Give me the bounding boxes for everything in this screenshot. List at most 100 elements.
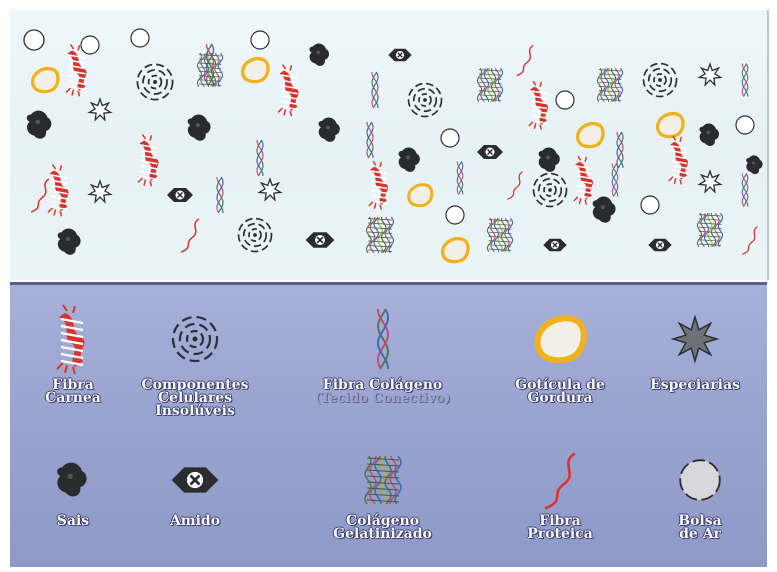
legend-label-proteica: Fibra Proteica bbox=[505, 515, 615, 541]
air-pocket-icon bbox=[441, 129, 459, 147]
legend-sublabel-colageno: (Tecido Conectivo) bbox=[295, 392, 470, 405]
salt-icon bbox=[539, 147, 560, 171]
legend-label-componentes: Componentes Celulares Insolúveis bbox=[120, 379, 270, 418]
salt-icon bbox=[57, 463, 86, 497]
fat-droplet-icon bbox=[409, 185, 432, 206]
meat-fiber-icon bbox=[369, 161, 388, 209]
meat-fiber-icon bbox=[138, 135, 159, 187]
protein-fiber-icon bbox=[182, 219, 199, 251]
legend-item-sais: Sais bbox=[28, 445, 118, 528]
collagen-fiber-icon bbox=[612, 164, 618, 197]
protein-fiber-icon bbox=[546, 454, 574, 508]
starch-icon bbox=[477, 145, 503, 159]
spice-icon bbox=[699, 171, 720, 192]
collagen-fiber-icon bbox=[358, 299, 408, 379]
meat-fiber-icon bbox=[66, 45, 87, 97]
meat-fiber-icon bbox=[574, 156, 593, 204]
legend-label-amido: Amido bbox=[145, 515, 245, 528]
air-pocket-icon bbox=[670, 445, 730, 515]
air-pocket-icon bbox=[556, 91, 574, 109]
collagen-fiber-icon bbox=[367, 122, 373, 158]
air-pocket-icon bbox=[251, 31, 269, 49]
spice-icon bbox=[673, 317, 717, 361]
legend-item-bolsa-ar: Bolsa de Ar bbox=[650, 445, 750, 541]
air-pocket-icon bbox=[446, 206, 464, 224]
air-pocket-icon bbox=[81, 36, 99, 54]
collagen-fiber-icon bbox=[372, 72, 378, 108]
collagen-fiber-icon bbox=[378, 309, 388, 369]
fat-droplet-icon bbox=[658, 114, 683, 137]
legend-label-fibra-carnea: Fibra Carnea bbox=[28, 379, 118, 405]
collagen-fiber-icon bbox=[457, 162, 463, 195]
meat-fiber-icon bbox=[278, 65, 299, 117]
salt-icon bbox=[746, 155, 762, 174]
salt-icon bbox=[319, 117, 340, 141]
spice-icon bbox=[89, 99, 110, 120]
insoluble-cell-components-icon bbox=[534, 174, 567, 207]
salt-icon bbox=[27, 111, 52, 139]
starch-icon bbox=[648, 239, 671, 252]
mixture-illustration bbox=[10, 10, 767, 280]
spice-icon bbox=[699, 64, 720, 85]
legend-label-sais: Sais bbox=[28, 515, 118, 528]
collagen-fiber-icon bbox=[742, 64, 748, 97]
gelatinized-collagen-icon bbox=[353, 445, 413, 515]
fat-droplet-icon bbox=[443, 239, 468, 262]
protein-fiber-icon bbox=[743, 227, 757, 254]
air-pocket-icon bbox=[641, 196, 659, 214]
spice-icon bbox=[89, 181, 110, 202]
protein-fiber-icon bbox=[32, 179, 49, 211]
starch-icon bbox=[388, 49, 411, 62]
starch-icon bbox=[172, 467, 219, 492]
spice-icon bbox=[655, 299, 735, 379]
legend-panel: Fibra Carnea Componentes Celulares Insol… bbox=[10, 282, 767, 567]
meat-fiber-icon bbox=[669, 136, 688, 184]
gelatinized-collagen-icon bbox=[367, 217, 394, 253]
legend-label-bolsa-ar: Bolsa de Ar bbox=[650, 515, 750, 541]
protein-fiber-icon bbox=[517, 46, 532, 76]
legend-item-especiarias: Especiarias bbox=[635, 299, 755, 392]
gelatinized-collagen-icon bbox=[697, 213, 722, 247]
mixture-panel bbox=[10, 10, 769, 280]
salt-icon bbox=[43, 445, 103, 515]
gelatinized-collagen-icon bbox=[597, 68, 622, 102]
salt-icon bbox=[188, 115, 211, 141]
collagen-fiber-icon bbox=[217, 177, 223, 213]
air-pocket-icon bbox=[736, 116, 754, 134]
fat-droplet-icon bbox=[578, 124, 603, 147]
meat-fiber-icon bbox=[48, 165, 69, 217]
collagen-fiber-icon bbox=[617, 132, 623, 168]
fat-droplet-icon bbox=[33, 69, 58, 92]
air-pocket-icon bbox=[131, 29, 149, 47]
air-pocket-icon bbox=[680, 460, 720, 500]
legend-item-amido: Amido bbox=[145, 445, 245, 528]
legend-item-proteica: Fibra Proteica bbox=[505, 445, 615, 541]
starch-icon bbox=[306, 232, 335, 247]
insoluble-cell-components-icon bbox=[155, 299, 235, 379]
starch-icon bbox=[155, 445, 235, 515]
meat-fiber-icon bbox=[529, 81, 548, 129]
protein-fiber-icon bbox=[508, 172, 522, 199]
insoluble-cell-components-icon bbox=[173, 317, 217, 361]
salt-icon bbox=[593, 197, 616, 223]
meat-fiber-icon bbox=[43, 299, 103, 379]
spice-icon bbox=[259, 179, 280, 200]
gelatinized-collagen-icon bbox=[477, 68, 502, 102]
insoluble-cell-components-icon bbox=[239, 219, 272, 252]
insoluble-cell-components-icon bbox=[409, 84, 442, 117]
salt-icon bbox=[699, 123, 719, 145]
fat-droplet-icon bbox=[243, 59, 268, 82]
legend-item-colageno: Fibra Colágeno (Tecido Conectivo) bbox=[295, 299, 470, 405]
legend-item-componentes: Componentes Celulares Insolúveis bbox=[120, 299, 270, 418]
salt-icon bbox=[399, 147, 420, 171]
legend-label-gelatinizado: Colágeno Gelatinizado bbox=[310, 515, 455, 541]
gelatinized-collagen-icon bbox=[365, 456, 401, 504]
air-pocket-icon bbox=[24, 30, 44, 50]
fat-droplet-icon bbox=[520, 299, 600, 379]
insoluble-cell-components-icon bbox=[137, 64, 172, 99]
legend-label-gordura: Gotícula de Gordura bbox=[500, 379, 620, 405]
gelatinized-collagen-icon bbox=[487, 218, 512, 252]
collagen-fiber-icon bbox=[257, 140, 263, 176]
collagen-fiber-icon bbox=[742, 174, 748, 207]
